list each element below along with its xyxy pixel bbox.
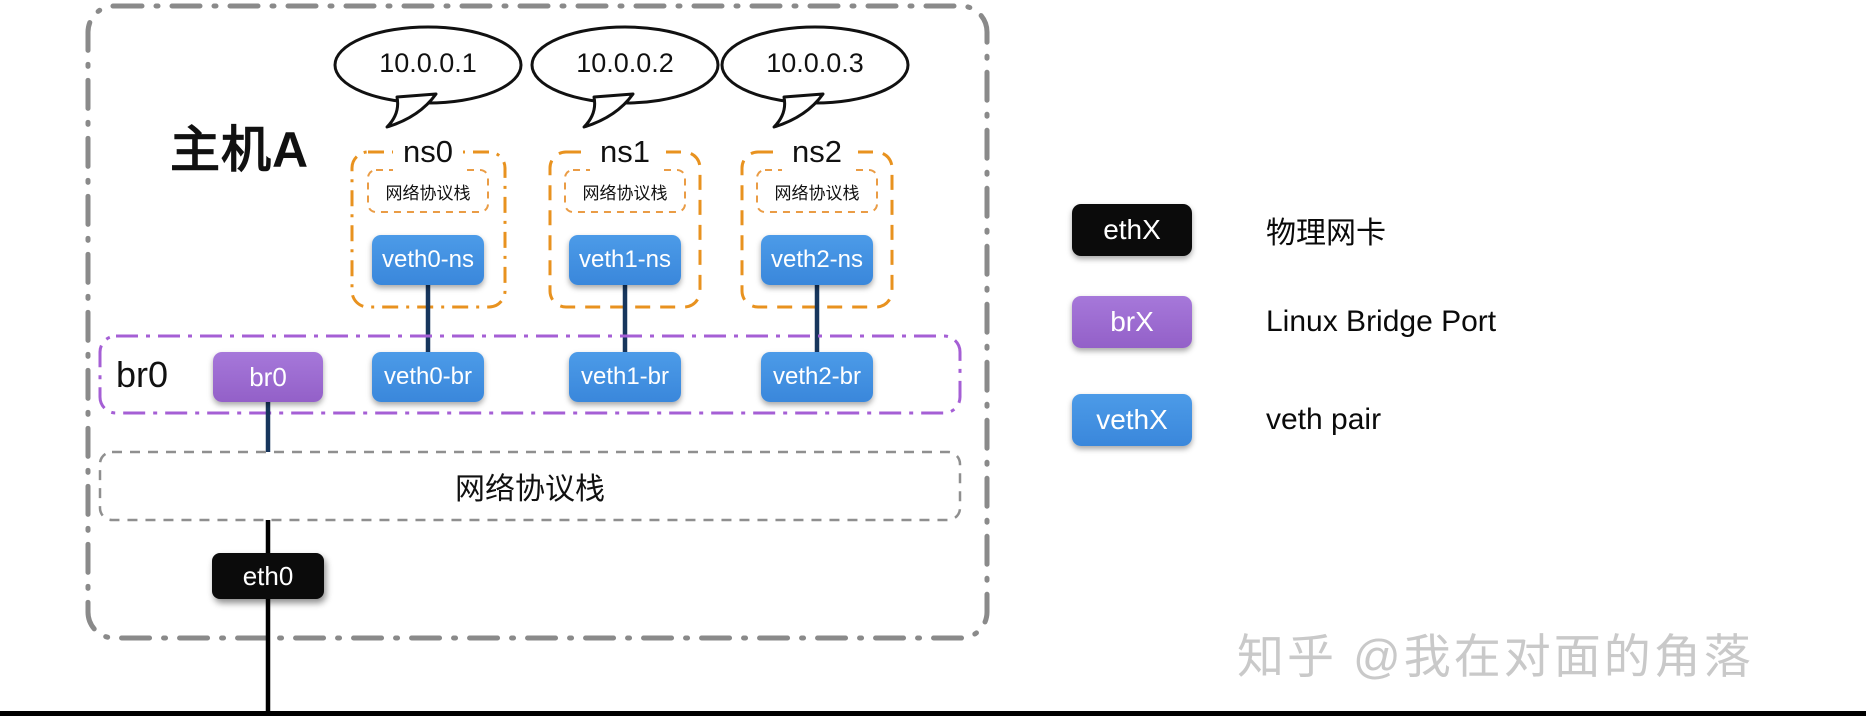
bubble-tail [772,92,825,129]
veth0-br-node: veth0-br [372,352,484,402]
host-a-title: 主机A [170,122,310,178]
ip-bubble-1 [333,25,523,129]
watermark: 知乎 @我在对面的角落 [1237,630,1754,683]
veth2-ns-node: veth2-ns [761,235,873,285]
veth1-br-node: veth1-br [569,352,681,402]
veth0-ns-node: veth0-ns [372,235,484,285]
bridge-label: br0 [116,353,169,395]
ip-bubble-2-text: 10.0.0.2 [576,48,674,78]
br0-port-node: br0 [213,352,323,402]
ip-bubble-1-text: 10.0.0.1 [379,48,477,78]
eth0-node: eth0 [212,553,324,599]
legend-ethx-desc: 物理网卡 [1266,217,1386,250]
veth2-br-node: veth2-br [761,352,873,402]
bubble-tail [385,92,438,129]
veth1-ns-node: veth1-ns [569,235,681,285]
external-network-line [0,711,1866,716]
ns1-label: ns1 [590,133,660,171]
legend-ethx-box: ethX [1072,204,1192,256]
host-stack-border [98,450,962,522]
legend-brx-box: brX [1072,296,1192,348]
legend-brx-desc: Linux Bridge Port [1266,305,1497,338]
ip-bubble-2 [530,25,720,129]
ns0-stack-label: 网络协议栈 [385,183,471,203]
legend-vethx-desc: veth pair [1266,403,1382,436]
ns0-label: ns0 [393,133,463,171]
ns2-stack-label: 网络协议栈 [774,183,860,203]
bubble-tail [582,92,635,129]
host-stack-label: 网络协议栈 [455,473,605,506]
ip-bubble-3 [720,25,910,129]
ip-bubble-3-text: 10.0.0.3 [766,48,864,78]
legend-vethx-box: vethX [1072,394,1192,446]
ns1-stack-label: 网络协议栈 [582,183,668,203]
host-a-border [85,3,990,641]
ns2-label: ns2 [782,133,852,171]
